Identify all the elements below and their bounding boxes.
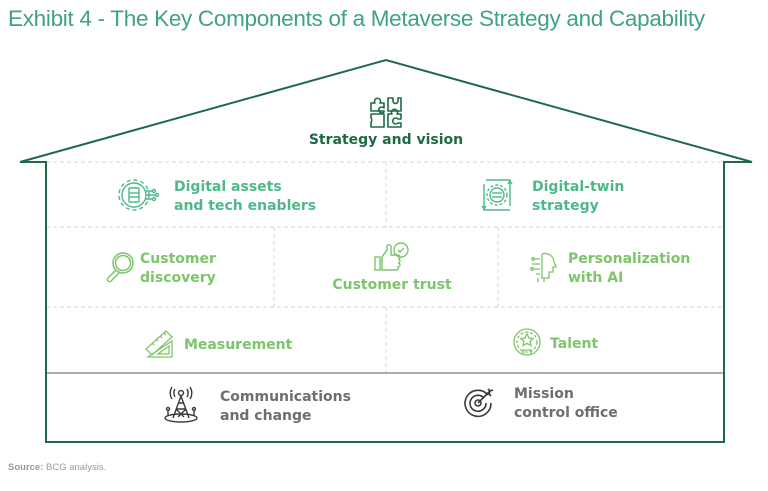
component-talent: Talent: [512, 327, 598, 361]
label-line2: control office: [514, 405, 618, 421]
roof-label: Strategy and vision: [308, 132, 464, 148]
component-mission-control: Mission control office: [462, 385, 618, 423]
house-outline: [19, 58, 753, 443]
component-personalization-ai: Personalization with AI: [530, 250, 690, 288]
component-measurement: Measurement: [144, 327, 292, 363]
source-note: Source: BCG analysis.: [8, 462, 106, 473]
source-text: BCG analysis.: [46, 462, 107, 473]
label-line1: Personalization: [568, 251, 691, 267]
puzzle-icon: [368, 95, 404, 129]
exhibit-title: Exhibit 4 - The Key Components of a Meta…: [8, 6, 705, 31]
roof-strategy-vision: Strategy and vision: [300, 95, 472, 150]
ruler-triangle-icon: [144, 327, 176, 363]
component-digital-twin: Digital-twin strategy: [480, 176, 624, 218]
ai-head-icon: [530, 250, 560, 288]
component-customer-discovery: Customer discovery: [104, 250, 216, 288]
label-line2: discovery: [140, 270, 216, 286]
label-line1: Communications: [220, 389, 351, 405]
thumbs-up-check-icon: [372, 240, 412, 274]
label-line2: with AI: [568, 270, 624, 286]
target-icon: [462, 385, 496, 423]
component-customer-trust: Customer trust: [310, 240, 474, 295]
label-line1: Talent: [550, 335, 599, 352]
label-line1: Customer trust: [332, 277, 452, 293]
antenna-tower-icon: [162, 385, 200, 429]
label-line1: Measurement: [184, 336, 293, 353]
label-line2: and tech enablers: [174, 198, 317, 214]
label-line1: Digital-twin: [532, 179, 625, 195]
label-line1: Digital assets: [174, 179, 282, 195]
source-label: Source:: [8, 462, 44, 473]
talent-star-icon: [512, 327, 542, 361]
label-line1: Mission: [514, 386, 574, 402]
component-digital-assets: Digital assets and tech enablers: [118, 176, 316, 218]
label-line2: strategy: [532, 198, 599, 214]
gear-server-icon: [118, 176, 160, 218]
digital-twin-icon: [480, 176, 516, 218]
magnifier-icon: [104, 250, 136, 288]
label-line1: Customer: [140, 251, 216, 267]
label-line2: and change: [220, 408, 312, 424]
component-communications: Communications and change: [162, 385, 351, 429]
